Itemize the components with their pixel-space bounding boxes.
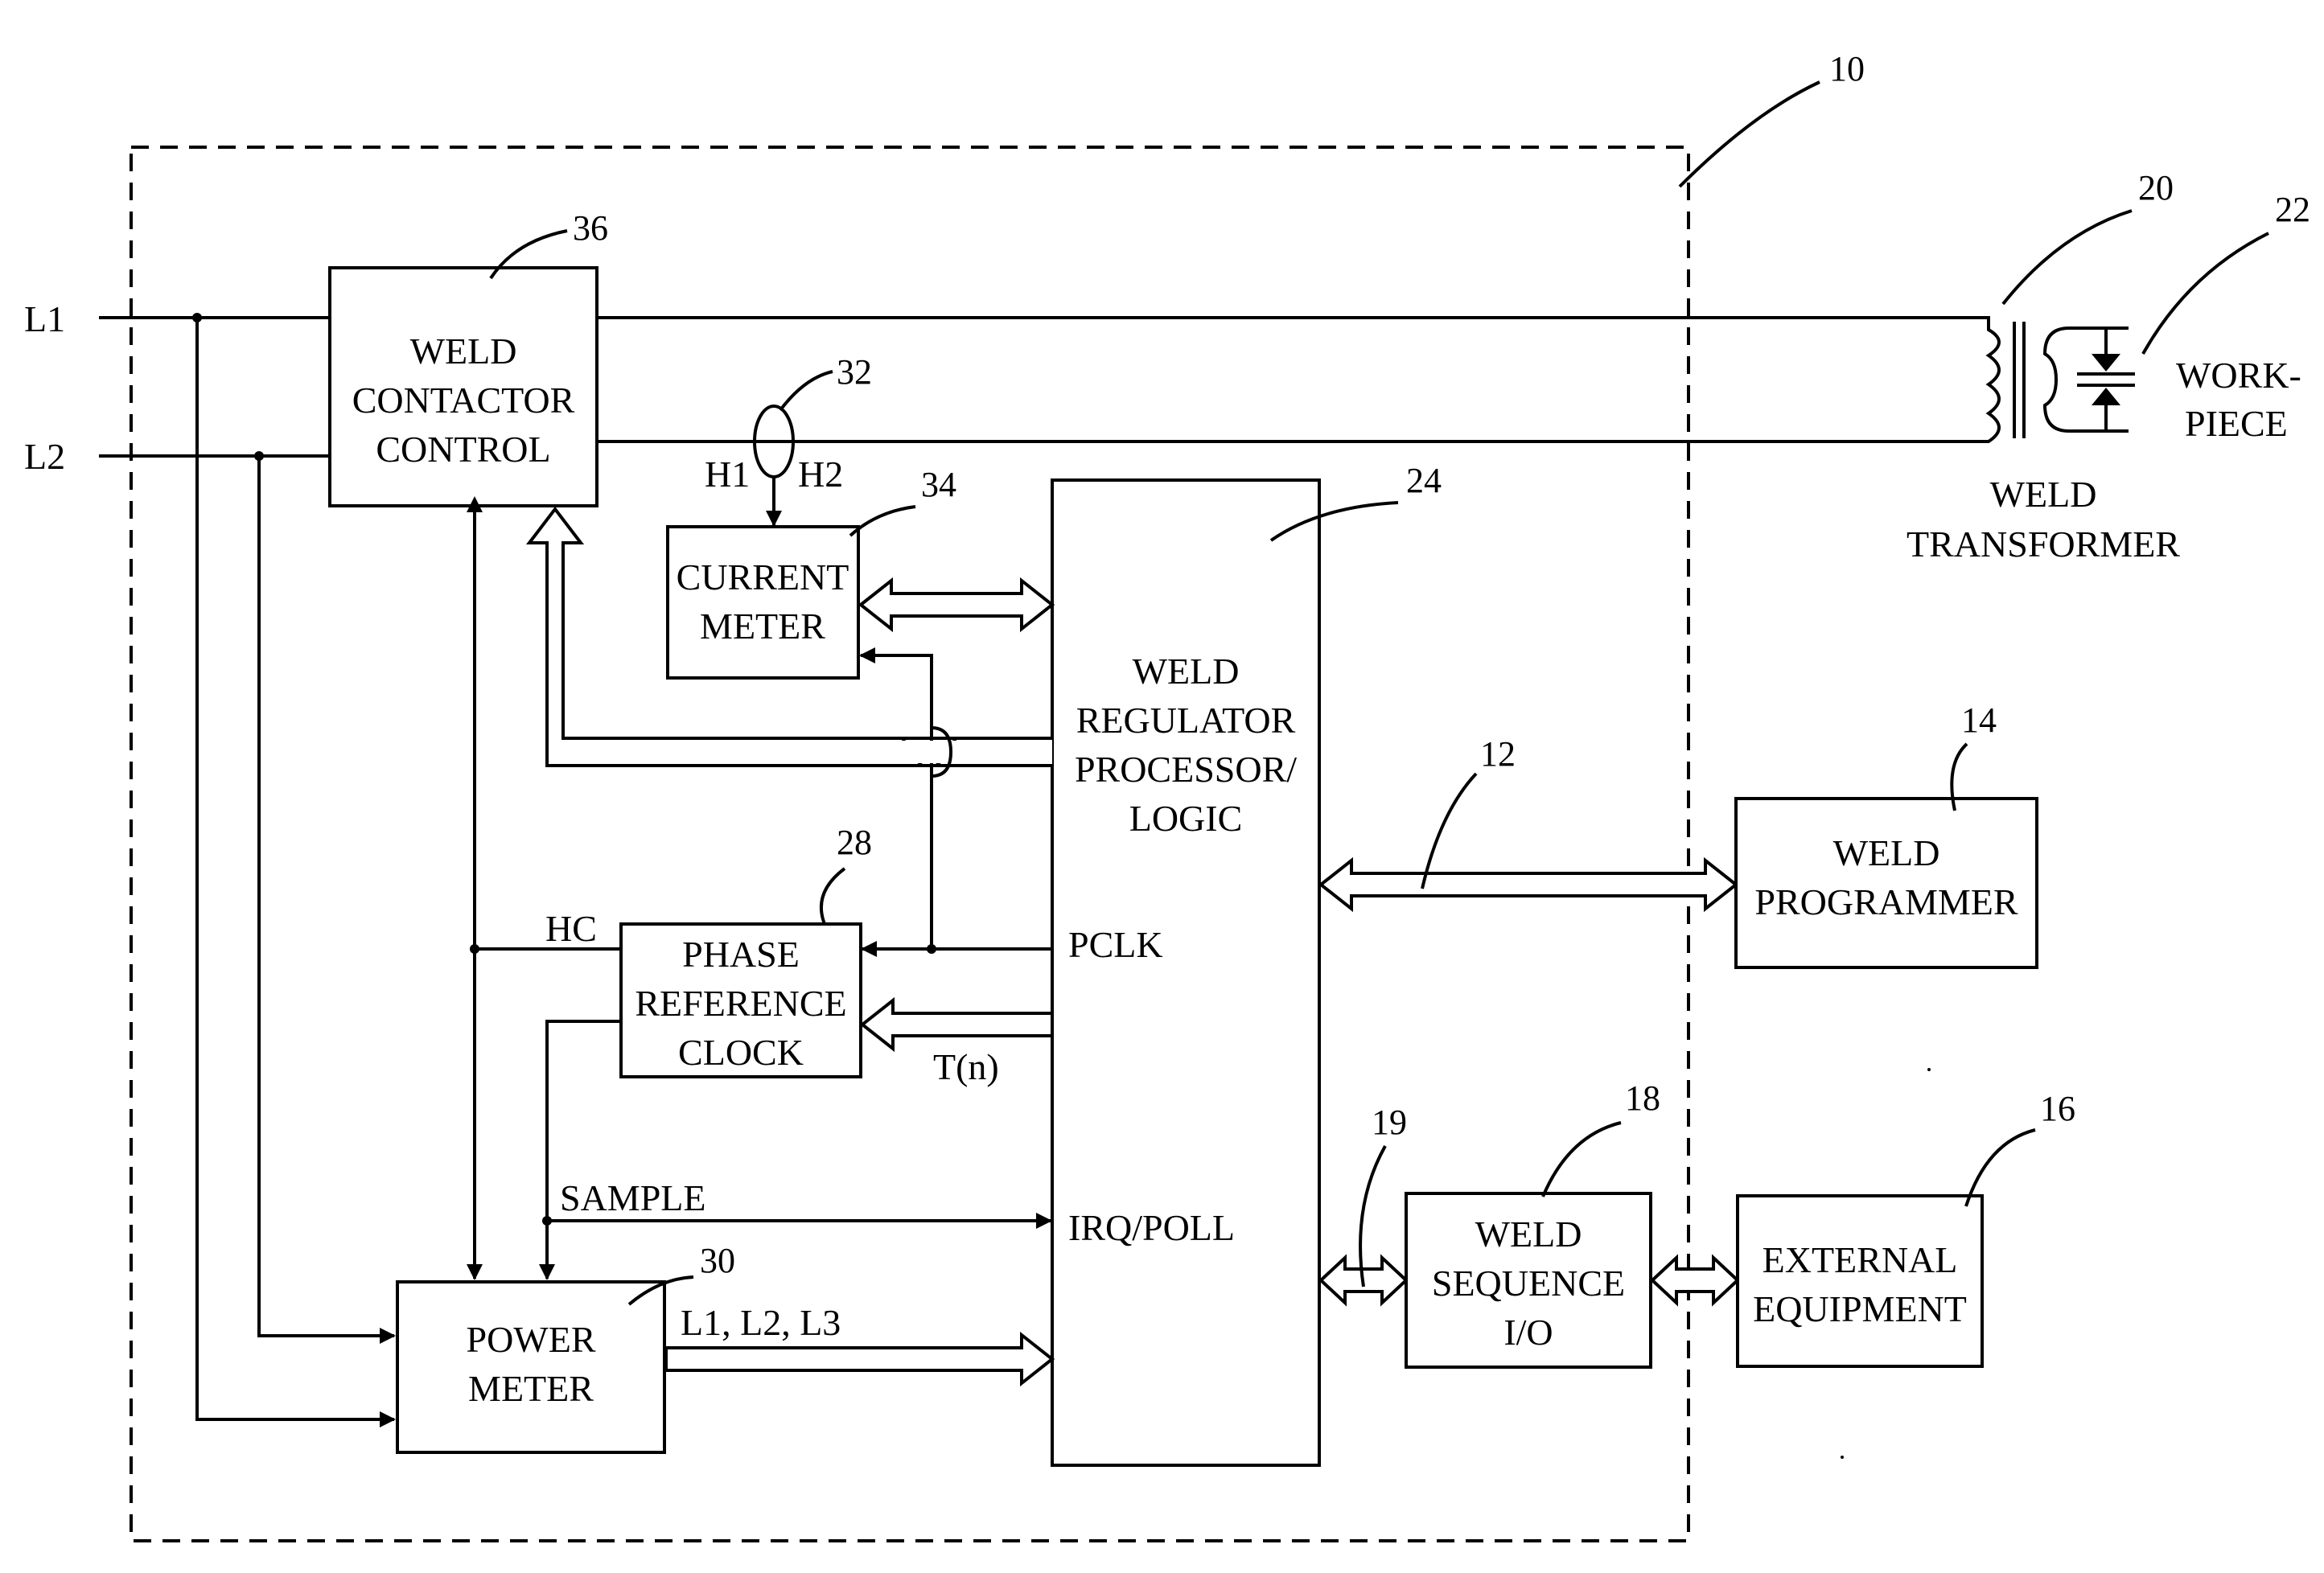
power-meter-label-1: POWER: [467, 1319, 596, 1360]
ref-20: 20: [2138, 168, 2174, 207]
weld-sequence-io-label-1: WELD: [1475, 1214, 1582, 1255]
transformer-secondary: [2045, 328, 2129, 431]
transformer-primary-coil: [1979, 318, 1999, 442]
power-meter-label-2: METER: [468, 1368, 594, 1409]
label-l2: L2: [24, 436, 65, 477]
external-equipment-block: [1738, 1196, 1982, 1366]
weld-sequence-io-label-2: SEQUENCE: [1432, 1263, 1625, 1304]
ref-10: 10: [1829, 49, 1865, 88]
wire-l2-to-power-meter: [259, 456, 394, 1336]
label-hc: HC: [545, 908, 597, 949]
weld-regulator-label-3: PROCESSOR/: [1075, 749, 1297, 790]
bus-regulator-to-contactor-fill: [563, 741, 1051, 763]
ref-34: 34: [921, 465, 956, 504]
bus-12: [1321, 860, 1736, 909]
ref-24: 24: [1406, 461, 1442, 500]
current-meter-label-2: METER: [700, 606, 825, 647]
ref-32: 32: [837, 352, 872, 392]
bus-tn: [862, 1000, 1052, 1049]
label-pclk: PCLK: [1068, 924, 1163, 965]
current-meter-block: [668, 527, 858, 678]
phase-reference-clock-label-3: CLOCK: [678, 1032, 804, 1073]
label-sample: SAMPLE: [560, 1177, 705, 1218]
weld-programmer-label-1: WELD: [1833, 832, 1940, 873]
workpiece-label-2: PIECE: [2185, 403, 2288, 444]
label-l1: L1: [24, 298, 65, 339]
label-power-lines: L1, L2, L3: [681, 1302, 841, 1343]
ref-36: 36: [573, 208, 608, 248]
current-meter-label-1: CURRENT: [677, 557, 849, 598]
leader-34: [850, 507, 915, 536]
ref-12: 12: [1480, 734, 1516, 774]
leader-10: [1680, 82, 1820, 187]
bus-current-meter-regulator: [861, 581, 1052, 629]
weld-contactor-control-label-3: CONTROL: [376, 429, 550, 470]
transformer-label-1: WELD: [1990, 474, 2097, 515]
ref-14: 14: [1961, 700, 1997, 740]
ref-19: 19: [1372, 1103, 1407, 1142]
leader-22: [2143, 233, 2268, 354]
junction-pclk: [927, 944, 936, 954]
wire-sample-source: [547, 1021, 621, 1279]
weld-regulator-label-2: REGULATOR: [1076, 700, 1296, 741]
leader-20: [2003, 211, 2132, 304]
label-h2: H2: [798, 454, 843, 495]
external-equipment-label-2: EQUIPMENT: [1753, 1288, 1967, 1329]
ref-28: 28: [837, 823, 872, 862]
weld-sequence-io-label-3: I/O: [1503, 1312, 1553, 1353]
speck-2: [1841, 1456, 1844, 1459]
phase-reference-clock-label-1: PHASE: [682, 934, 800, 975]
weld-regulator-label-1: WELD: [1133, 651, 1240, 692]
weld-contactor-control-label-1: WELD: [410, 331, 517, 372]
workpiece-label-1: WORK-: [2176, 355, 2301, 396]
external-equipment-label-1: EXTERNAL: [1763, 1239, 1958, 1280]
weld-programmer-label-2: PROGRAMMER: [1754, 881, 2018, 922]
wire-regulator-to-current-meter: [861, 655, 932, 949]
ref-16: 16: [2040, 1089, 2075, 1128]
electrode-upper-tip: [2092, 354, 2120, 372]
bus-sequence-external: [1652, 1258, 1738, 1303]
weld-contactor-control-label-2: CONTACTOR: [352, 380, 575, 421]
ref-22: 22: [2275, 190, 2310, 229]
leader-28: [821, 869, 845, 924]
speck-1: [1927, 1068, 1931, 1071]
leader-18: [1543, 1123, 1621, 1197]
leader-12: [1422, 774, 1476, 889]
weld-regulator-label-4: LOGIC: [1129, 798, 1243, 839]
ref-30: 30: [700, 1241, 735, 1280]
leader-32: [780, 372, 833, 410]
transformer-label-2: TRANSFORMER: [1907, 524, 2180, 565]
label-irq-poll: IRQ/POLL: [1068, 1207, 1235, 1248]
label-tn: T(n): [933, 1046, 999, 1087]
ref-18: 18: [1625, 1078, 1660, 1118]
phase-reference-clock-label-2: REFERENCE: [635, 983, 846, 1024]
power-meter-block: [397, 1282, 664, 1452]
weld-regulator-block: [1052, 480, 1319, 1465]
junction-sample: [542, 1216, 552, 1226]
label-h1: H1: [705, 454, 750, 495]
